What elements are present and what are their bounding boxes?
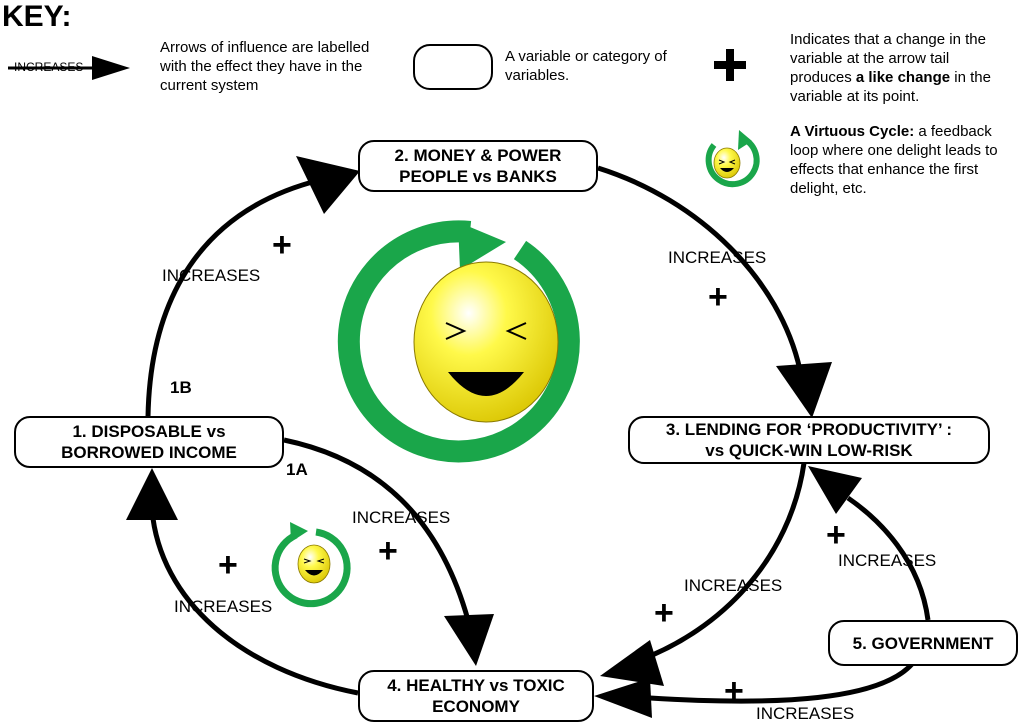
node-1-line-1: 1. DISPOSABLE vs: [72, 422, 226, 441]
node-1-line-2: BORROWED INCOME: [61, 443, 237, 462]
node-money-power[interactable]: 2. MONEY & POWER PEOPLE vs BANKS: [358, 140, 598, 192]
edge-4-1-sign: +: [218, 546, 238, 584]
edge-3-to-4: [600, 462, 807, 686]
key-arrow: [8, 56, 130, 80]
key-arrow-description: Arrows of influence are labelled with th…: [160, 39, 370, 94]
edge-1-4-tag: 1A: [286, 460, 308, 479]
edge-2-3-sign: +: [708, 278, 728, 316]
edge-2-to-3: [597, 165, 832, 418]
key-plus-icon: [714, 49, 746, 81]
key-node-example: [413, 44, 493, 90]
edge-1-2-tag: 1B: [170, 378, 192, 397]
edge-5-3-label: INCREASES: [838, 551, 937, 570]
node-4-line-1: 4. HEALTHY vs TOXIC: [387, 676, 565, 695]
node-5-line-1: 5. GOVERNMENT: [852, 633, 994, 653]
node-2-line-2: PEOPLE vs BANKS: [399, 167, 557, 186]
edge-5-4-label: INCREASES: [756, 704, 855, 723]
node-disposable-income[interactable]: 1. DISPOSABLE vs BORROWED INCOME: [14, 416, 284, 468]
node-2-line-1: 2. MONEY & POWER: [394, 146, 562, 165]
key-virtuous-cycle-icon: [705, 130, 760, 188]
node-lending[interactable]: 3. LENDING FOR ‘PRODUCTIVITY’ : vs QUICK…: [628, 416, 990, 464]
node-3-line-2: vs QUICK-WIN LOW-RISK: [705, 441, 913, 460]
key-plus-description: Indicates that a change in the variable …: [790, 31, 991, 105]
edge-3-4-sign: +: [654, 594, 674, 632]
edge-1-2-label: INCREASES: [162, 266, 261, 285]
edge-2-3-label: INCREASES: [668, 248, 767, 267]
edge-3-4-label: INCREASES: [684, 576, 783, 595]
key-arrow-label: INCREASES: [14, 60, 84, 74]
node-3-line-1: 3. LENDING FOR ‘PRODUCTIVITY’ :: [665, 420, 953, 439]
virtuous-cycle-small-icon: [271, 522, 351, 608]
edge-1-to-4: [283, 437, 494, 666]
edge-4-to-1: [126, 468, 359, 696]
edge-1-2-sign: +: [272, 226, 292, 264]
node-healthy-economy[interactable]: 4. HEALTHY vs TOXIC ECONOMY: [358, 670, 594, 722]
node-4-line-2: ECONOMY: [432, 697, 520, 716]
edge-5-to-4: [594, 662, 914, 718]
key-title: KEY:: [2, 0, 72, 33]
key-node-description: A variable or category of variables.: [505, 48, 667, 84]
edge-1-4-label: INCREASES: [352, 508, 451, 527]
edge-1-4-sign: +: [378, 532, 398, 570]
edge-5-3-sign: +: [826, 516, 846, 554]
edge-1-to-2: [145, 156, 360, 418]
virtuous-cycle-large-icon: [337, 220, 580, 463]
edge-5-to-3: [808, 466, 931, 621]
key-cycle-description: A Virtuous Cycle: a feedback loop where …: [790, 123, 998, 197]
edge-5-4-sign: +: [724, 672, 744, 710]
edge-4-1-label: INCREASES: [174, 597, 273, 616]
node-government[interactable]: 5. GOVERNMENT: [828, 620, 1018, 666]
